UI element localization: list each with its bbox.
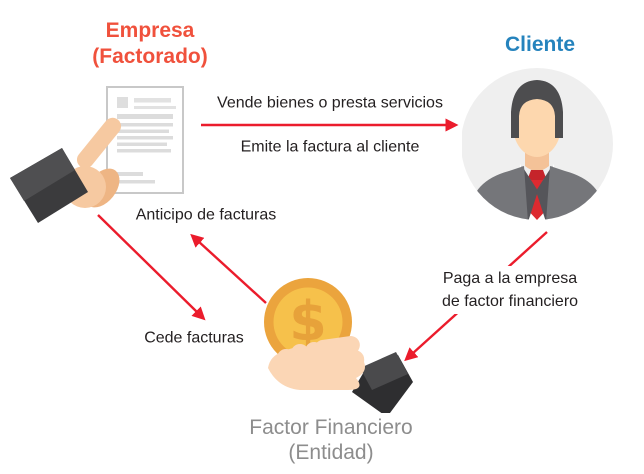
anticipo-label: Anticipo de facturas [135,206,277,224]
empresa-title-line1: Empresa [105,19,195,42]
factor-title-line2: (Entidad) [288,441,374,464]
dollar-coin: $ [264,278,352,366]
paga-label-line1: Paga a la empresa [442,270,578,287]
factor-node-title: Factor Financiero (Entidad) [249,415,412,465]
emite-label: Emite la factura al cliente [240,138,420,156]
factor-title-line1: Factor Financiero [249,416,413,439]
hair [511,80,563,138]
vende-label: Vende bienes o presta servicios [217,94,443,112]
face [513,95,561,157]
paga-label-line2: de factor financiero [441,293,579,310]
open-palm-hand [268,336,365,390]
invoice-document [106,86,184,194]
businessman-avatar-icon [461,66,614,227]
cede-label: Cede facturas [144,329,244,347]
suit-sleeve [10,148,88,223]
coin-sleeve [352,352,413,417]
hand-holding-invoice-icon [5,72,195,242]
empresa-node-title: Empresa (Factorado) [92,18,208,70]
paga-label: Paga a la empresa de factor financiero [436,266,584,314]
hand-holding-coin-icon: $ [248,268,418,418]
cliente-node-title: Cliente [504,33,576,56]
empresa-title-line2: (Factorado) [92,45,208,68]
